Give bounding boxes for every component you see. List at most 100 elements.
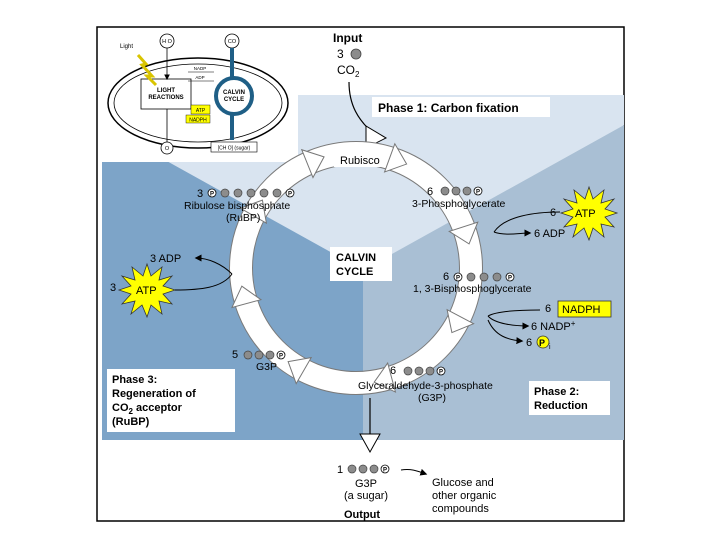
products-line1: Glucose and	[432, 477, 494, 489]
phase3-title-box	[107, 369, 235, 432]
nadph-count: 6	[545, 303, 551, 315]
inset-atp-label: ATP	[196, 108, 206, 114]
phosphate-icon	[207, 188, 217, 198]
bpg-name: 1, 3-Bisphosphoglycerate	[413, 283, 532, 295]
g3p-cycle-name-line2: (G3P)	[418, 392, 446, 404]
inset-calvin-line2: CYCLE	[224, 97, 244, 103]
phosphate-label: P	[383, 468, 387, 474]
carbon-atom-icon	[233, 188, 243, 198]
inset-nadp-label: NADP	[194, 66, 207, 71]
phosphate-label: P	[288, 192, 292, 198]
carbon-atom-icon	[369, 464, 379, 474]
carbon-atom-icon	[272, 188, 282, 198]
adp-regen-label: 3 ADP	[150, 253, 181, 265]
phosphate-label: P	[456, 276, 460, 282]
cycle-arrow-icon	[239, 199, 268, 225]
carbon-atom-icon	[350, 48, 362, 60]
phase2-title-box	[529, 381, 610, 415]
calvin-cycle-label-box	[330, 247, 392, 281]
output-g3p-note: (a sugar)	[344, 490, 388, 502]
phosphate-icon	[536, 335, 550, 349]
phosphate-label: P	[439, 370, 443, 376]
carbon-atom-icon	[358, 464, 368, 474]
output-g3p-label: G3P	[355, 478, 377, 490]
phase3-line5: (RuBP)	[112, 416, 150, 428]
cycle-arrow-icon	[448, 221, 479, 245]
phase3-line3: CO2 acceptor	[112, 402, 183, 416]
inset-nadph-label: NADPH	[189, 118, 207, 124]
atp-burst-icon	[559, 185, 619, 242]
atp-regen-count: 3	[110, 282, 116, 294]
input-co2-formula: CO2	[337, 63, 360, 79]
light-bolt-icon	[136, 54, 158, 87]
g3p-molecule: P	[403, 366, 446, 376]
nadph-in-arrow-line	[487, 309, 541, 317]
pi-out-arrow	[487, 319, 524, 345]
carbon-atom-icon	[466, 272, 476, 282]
inset-calvin-line1: CALVIN	[223, 90, 245, 96]
inset-light-label: Light	[120, 44, 133, 50]
products-line2: other organic	[432, 490, 497, 502]
inset-light-reactions-line1: LIGHT	[157, 88, 175, 94]
pi-count: 6	[526, 337, 532, 349]
inset-co2-label: CO	[228, 39, 237, 45]
phase2-line1: Phase 2:	[534, 386, 579, 398]
pga-name: 3-Phosphoglycerate	[412, 198, 506, 210]
carbon-atom-icon	[403, 366, 413, 376]
inset-calvin-ring	[214, 76, 254, 116]
output-g3p-count: 1	[337, 464, 343, 476]
adp-reduction-label: 6 ADP	[534, 228, 565, 240]
output-g3p-molecule: P	[347, 464, 390, 474]
output-label: Output	[344, 509, 380, 521]
phosphate-label: P	[279, 354, 283, 360]
pi-sub: i	[549, 344, 551, 351]
atp-in-arrow-line	[493, 211, 561, 233]
nadp-out-label: 6 NADP+	[531, 319, 576, 333]
g3p-return-count: 5	[232, 349, 238, 361]
cycle-arrow-icon	[287, 356, 313, 385]
chloroplast-outline	[107, 57, 289, 149]
rubisco-label: Rubisco	[340, 155, 380, 167]
cycle-arrow-icon	[373, 361, 397, 393]
carbon-atom-icon	[440, 186, 450, 196]
chloroplast-inset: LIGHT REACTIONS CALVIN CYCLE H O CO Ligh…	[102, 30, 298, 162]
pga-count: 6	[427, 186, 433, 198]
carbon-atom-icon	[259, 188, 269, 198]
pi-label: P	[539, 338, 545, 348]
pga-molecule: P	[440, 186, 483, 196]
calvin-label-line1: CALVIN	[336, 252, 376, 264]
phosphate-icon	[453, 272, 463, 282]
phase3-line2: Regeneration of	[112, 388, 196, 400]
rubp-count: 3	[197, 188, 203, 200]
carbon-atom-icon	[265, 350, 275, 360]
cycle-arrow-icon	[231, 285, 263, 309]
atp-reduction-label: ATP	[575, 208, 596, 220]
atp-regen-in-line	[174, 273, 233, 291]
calvin-label-line2: CYCLE	[336, 266, 373, 278]
inset-atp-box	[190, 104, 211, 115]
phosphate-icon	[473, 186, 483, 196]
atp-burst-icon	[117, 262, 177, 319]
adp-regen-out-arrow	[194, 254, 233, 275]
phase3-line1: Phase 3:	[112, 374, 157, 386]
inset-adp-label: ADP	[195, 75, 204, 80]
rubp-name-line1: Ribulose bisphosphate	[184, 200, 290, 212]
carbon-atom-icon	[347, 464, 357, 474]
nadp-out-arrow	[487, 315, 530, 330]
g3p-cycle-name-line1: Glyceraldehyde-3-phosphate	[358, 380, 493, 392]
inset-h2o-label: H O	[162, 39, 173, 45]
adp-out-arrow	[493, 229, 532, 237]
inset-light-reactions-line2: REACTIONS	[148, 95, 183, 101]
carbon-atom-icon	[492, 272, 502, 282]
inset-nadph-box	[185, 114, 211, 124]
inset-sugar-box	[210, 141, 258, 153]
input-co2-count: 3	[337, 47, 344, 61]
phosphate-icon	[436, 366, 446, 376]
phase1-title: Phase 1: Carbon fixation	[378, 101, 519, 115]
carbon-atom-icon	[451, 186, 461, 196]
cycle-arrow-icon	[300, 148, 325, 179]
atp-reduction-count: 6	[550, 207, 556, 219]
